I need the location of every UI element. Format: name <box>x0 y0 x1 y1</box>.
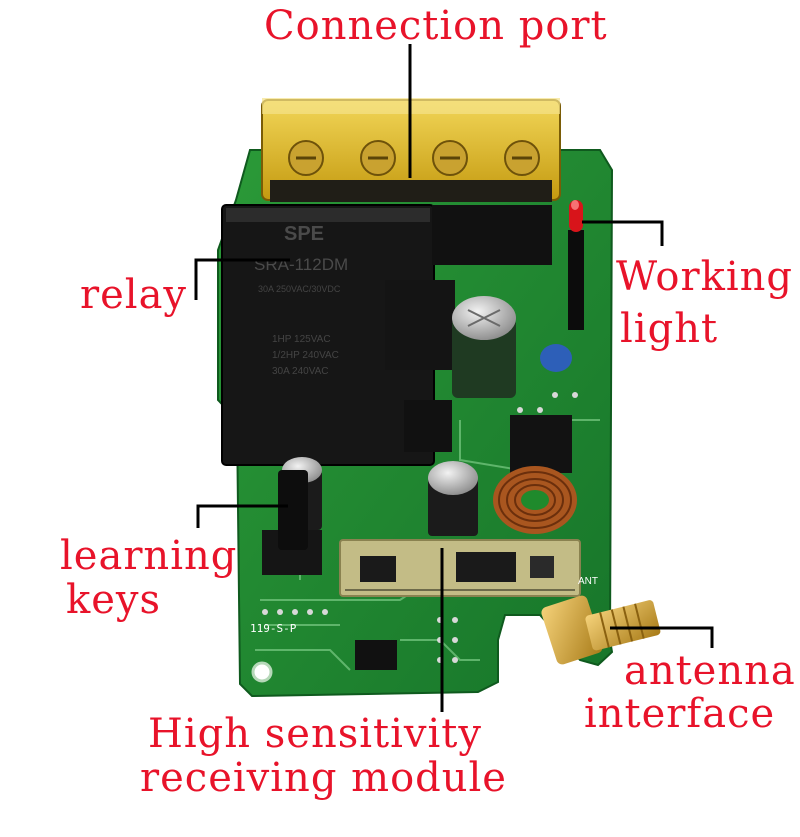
label-receiving-module-2: receiving module <box>140 755 507 801</box>
relay-spec-1: 30A 250VAC/30VDC <box>258 284 341 294</box>
relay: SPE SRA-112DM 30A 250VAC/30VDC 1HP 125VA… <box>221 204 435 466</box>
antenna-connector <box>541 595 661 665</box>
leader-learning-keys <box>196 504 288 528</box>
label-working-light-2: light <box>620 306 719 352</box>
ic-chip <box>404 400 452 452</box>
receiving-module <box>339 539 581 597</box>
relay-model-text: SRA-112DM <box>254 255 348 274</box>
label-learning-keys-1: learning <box>60 533 238 579</box>
label-antenna-interface-1: antenna <box>624 648 796 694</box>
mounting-hole <box>251 661 273 683</box>
label-connection-port: Connection port <box>264 3 608 49</box>
power-component <box>385 280 455 370</box>
capacitor-small-mid <box>428 461 478 536</box>
relay-spec-4: 30A 240VAC <box>272 366 329 377</box>
learning-key-button <box>262 470 322 575</box>
ic-chip-small <box>355 640 397 670</box>
relay-spec-2: 1HP 125VAC <box>272 334 331 345</box>
leader-antenna <box>610 626 714 648</box>
working-light-led <box>568 200 584 330</box>
pcb-code-text: 119-S-P <box>250 622 297 635</box>
label-receiving-module-1: High sensitivity <box>148 711 482 757</box>
blue-capacitor <box>540 344 572 372</box>
toroid-inductor <box>493 466 577 534</box>
black-connector <box>432 205 552 265</box>
ic-chip-right <box>510 415 572 473</box>
relay-brand-text: SPE <box>284 223 324 245</box>
leader-lines <box>194 44 714 712</box>
label-working-light-1: Working <box>616 254 793 300</box>
leader-working-light <box>582 220 664 246</box>
label-learning-keys-2: keys <box>66 577 162 623</box>
relay-spec-3: 1/2HP 240VAC <box>272 350 339 361</box>
capacitor-large <box>452 296 516 398</box>
label-antenna-interface-2: interface <box>584 691 776 737</box>
ant-mark-text: ANT <box>578 576 598 587</box>
leader-relay <box>194 258 290 300</box>
label-relay: relay <box>80 272 188 318</box>
